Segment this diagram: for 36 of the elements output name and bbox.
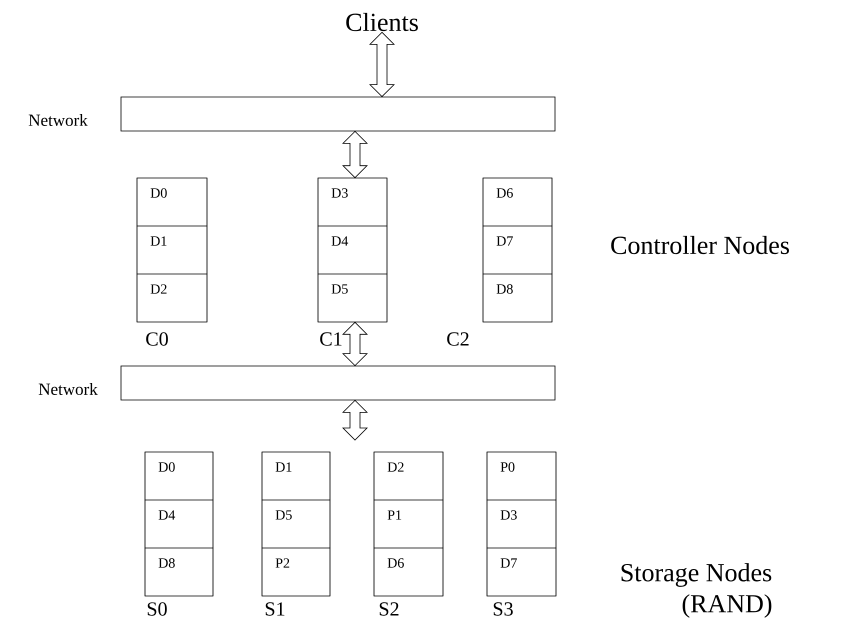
node-label: S0: [148, 602, 167, 616]
block-cell: D4: [144, 500, 214, 548]
block-cell: D4: [318, 226, 388, 274]
group-label: (RAND): [682, 594, 772, 618]
node-label: S1: [266, 602, 284, 616]
node-label: Network: [38, 383, 98, 395]
block-cell: P1: [374, 500, 444, 548]
block-cell: D2: [374, 452, 444, 500]
node-label: C1: [320, 332, 342, 346]
block-cell: D7: [486, 548, 556, 596]
block-cell: D1: [262, 452, 330, 500]
block-cell: P0: [486, 452, 556, 500]
node-label: C0: [146, 332, 168, 346]
node-label: C2: [447, 332, 469, 346]
block-cell: D7: [482, 226, 552, 274]
node-label: S3: [494, 602, 513, 616]
block-cell: D6: [374, 548, 444, 596]
block-cell: D2: [136, 274, 208, 322]
block-cell: D0: [136, 178, 208, 226]
double-arrow: [369, 32, 395, 98]
node-label: S2: [380, 602, 398, 616]
block-cell: P2: [262, 548, 330, 596]
title-text: Clients: [346, 12, 418, 32]
block-cell: D6: [482, 178, 552, 226]
group-label: Controller Nodes: [611, 236, 789, 254]
block-cell: D8: [482, 274, 552, 322]
block-cell: D1: [136, 226, 208, 274]
block-cell: D3: [318, 178, 388, 226]
node-label: Network: [28, 114, 88, 126]
block-cell: D3: [486, 500, 556, 548]
block-cell: D5: [262, 500, 330, 548]
block-cell: D0: [144, 452, 214, 500]
double-arrow: [342, 322, 368, 366]
block-cell: D5: [318, 274, 388, 322]
group-label: Storage Nodes: [622, 563, 772, 587]
block-cell: D8: [144, 548, 214, 596]
